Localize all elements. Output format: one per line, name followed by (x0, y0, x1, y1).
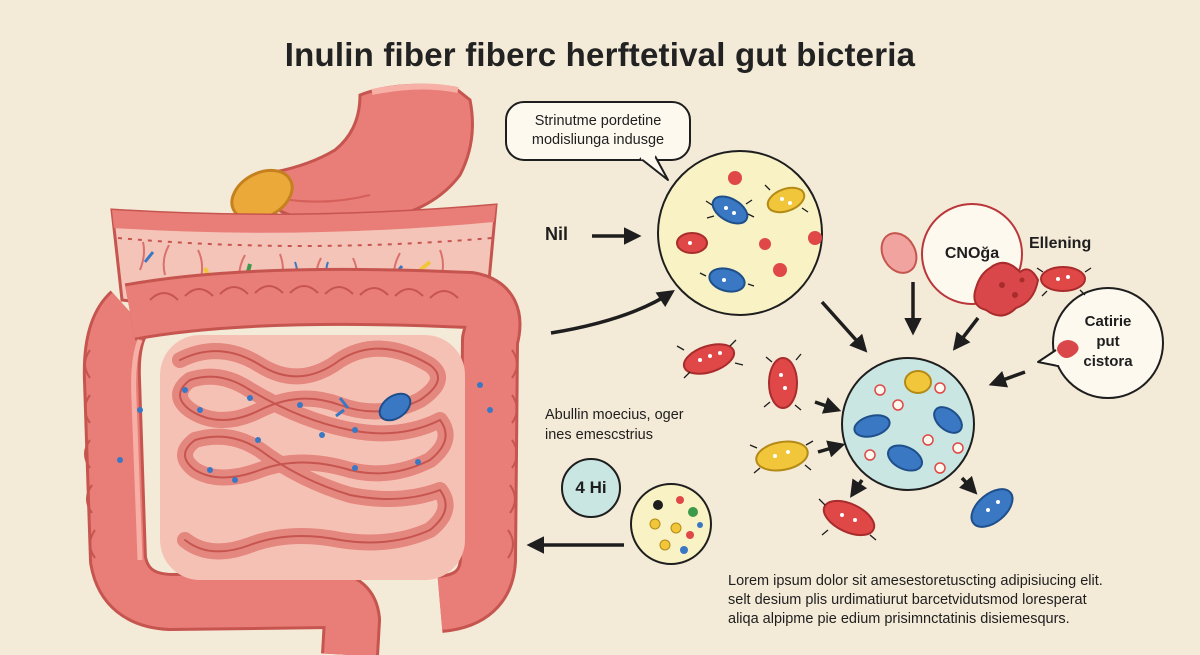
callout-right-text: Catirie put cistora (1060, 312, 1156, 372)
label-abullin-line1: Abullin moecius, oger (545, 407, 684, 423)
description-paragraph: Lorem ipsum dolor sit amesestoretuscting… (728, 572, 1168, 629)
label-abullin-line2: ines emescstrius (545, 427, 653, 443)
arrow-mix-to-red (850, 478, 868, 498)
flow-arrows (526, 227, 1026, 554)
arrow-colony-to-mix (820, 300, 868, 353)
stomach-illustration (262, 83, 474, 225)
large-intestine (82, 267, 522, 655)
arrow-callout-to-mix (988, 370, 1026, 388)
arrow-gut-to-colony (550, 290, 675, 335)
label-ellening: Ellening (1029, 235, 1092, 252)
callout-top-line1: Strinutme pordetine (534, 113, 662, 129)
fiber-particles-circle (630, 483, 712, 565)
label-4hi: 4 Hi (575, 478, 607, 497)
callout-top-text: Strinutme pordetine modisliunga indusge (512, 112, 684, 150)
label-abullin: Abullin moecius, oger ines emescstrius (545, 405, 684, 445)
callout-right-line3: cistora (1083, 353, 1133, 370)
cnoga-circle (921, 203, 1040, 317)
label-nil: Nil (545, 224, 569, 244)
four-hi-circle (561, 458, 621, 518)
callout-top-line2: modisliunga indusge (531, 132, 665, 148)
small-intestine (117, 335, 493, 580)
diagram-title: Inulin fiber fiberc herftetival gut bict… (284, 36, 916, 73)
free-bacteria (676, 232, 1092, 541)
bacteria-mix-circle (841, 357, 975, 491)
label-cnoga: CNOğa (944, 245, 1000, 262)
bacteria-colony-circle (657, 150, 823, 316)
callout-right-line1: Catirie (1084, 313, 1132, 330)
callout-right-line2: put (1096, 333, 1120, 350)
paragraph-line1: Lorem ipsum dolor sit amesestoretuscting… (728, 573, 1103, 589)
paragraph-line2: selt desium plis urdimatiurut barcetvidu… (728, 592, 1087, 608)
paragraph-line3: aliqa alpipme pie edium prisimnctatinis … (728, 611, 1070, 627)
callout-top-bubble (505, 101, 691, 181)
arrow-red-to-mix (814, 397, 842, 414)
arrow-mix-to-blue (959, 475, 978, 495)
arrow-blob-to-mix (952, 316, 980, 351)
callout-right-circle (1037, 287, 1164, 399)
arrow-yellow-to-mix (817, 440, 846, 458)
